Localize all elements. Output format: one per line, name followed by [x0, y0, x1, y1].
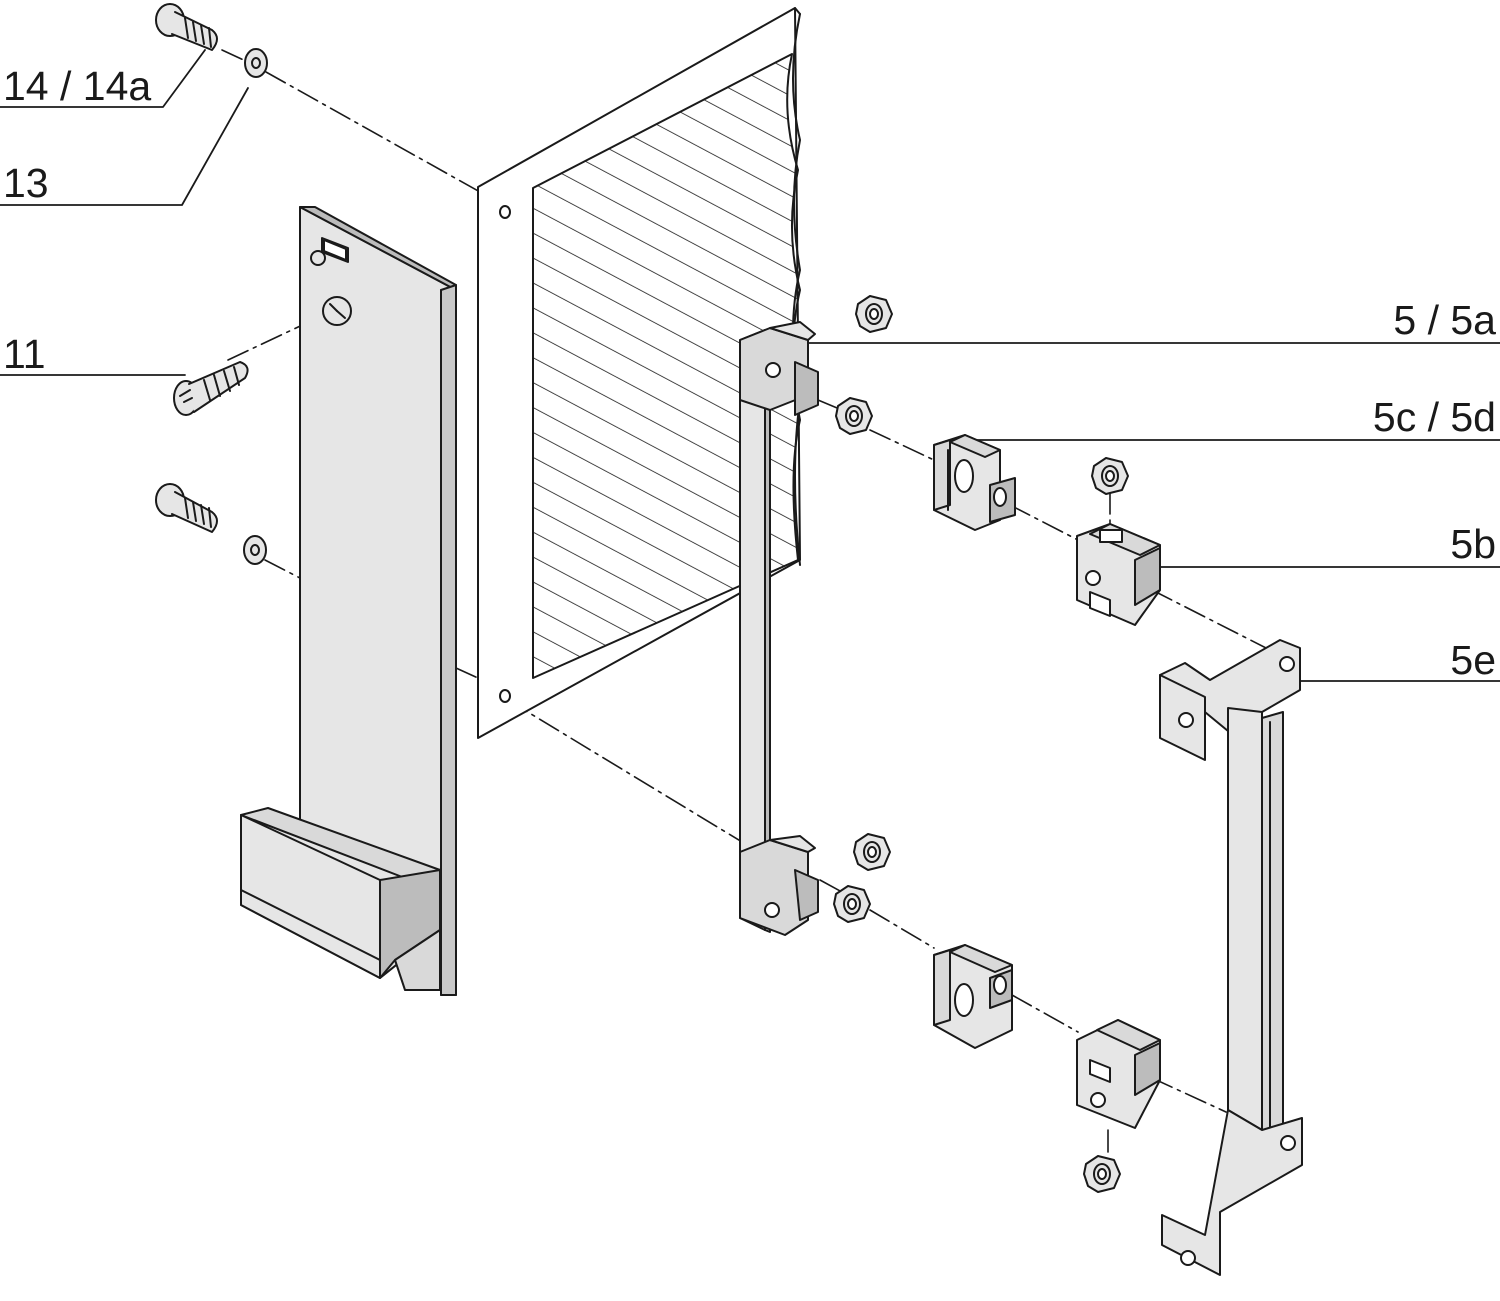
- callout-13: 13: [3, 160, 49, 206]
- nut-top-3: [1091, 457, 1129, 495]
- callout-5c-5d: 5c / 5d: [1372, 394, 1496, 440]
- callout-5b: 5b: [1450, 521, 1496, 567]
- nut-bottom-2: [833, 885, 871, 923]
- leader-lines: [0, 49, 1500, 682]
- handle-panel: [240, 206, 457, 996]
- screw-11: [173, 361, 249, 416]
- mounting-bracket-5e: [1159, 639, 1303, 1276]
- callout-14-14a: 14 / 14a: [3, 63, 152, 109]
- screw-14-top: [155, 3, 218, 51]
- nut-top-1: [855, 295, 893, 333]
- guide-block-5c-bottom: [933, 944, 1013, 1049]
- locking-block-5b-bottom: [1076, 1019, 1161, 1129]
- rail-bracket-5: [739, 321, 819, 936]
- nut-bottom-1: [853, 833, 891, 871]
- washer-13-top: [244, 48, 268, 78]
- nut-top-2: [835, 397, 873, 435]
- callout-5-5a: 5 / 5a: [1393, 297, 1496, 343]
- callout-5e: 5e: [1450, 637, 1496, 683]
- callout-11: 11: [3, 331, 46, 377]
- nut-bottom-3: [1083, 1155, 1121, 1193]
- screw-14-bottom: [155, 483, 218, 533]
- guide-block-5c-top: [933, 434, 1016, 531]
- locking-block-5b-top: [1076, 523, 1161, 626]
- washer-13-bottom: [243, 535, 267, 565]
